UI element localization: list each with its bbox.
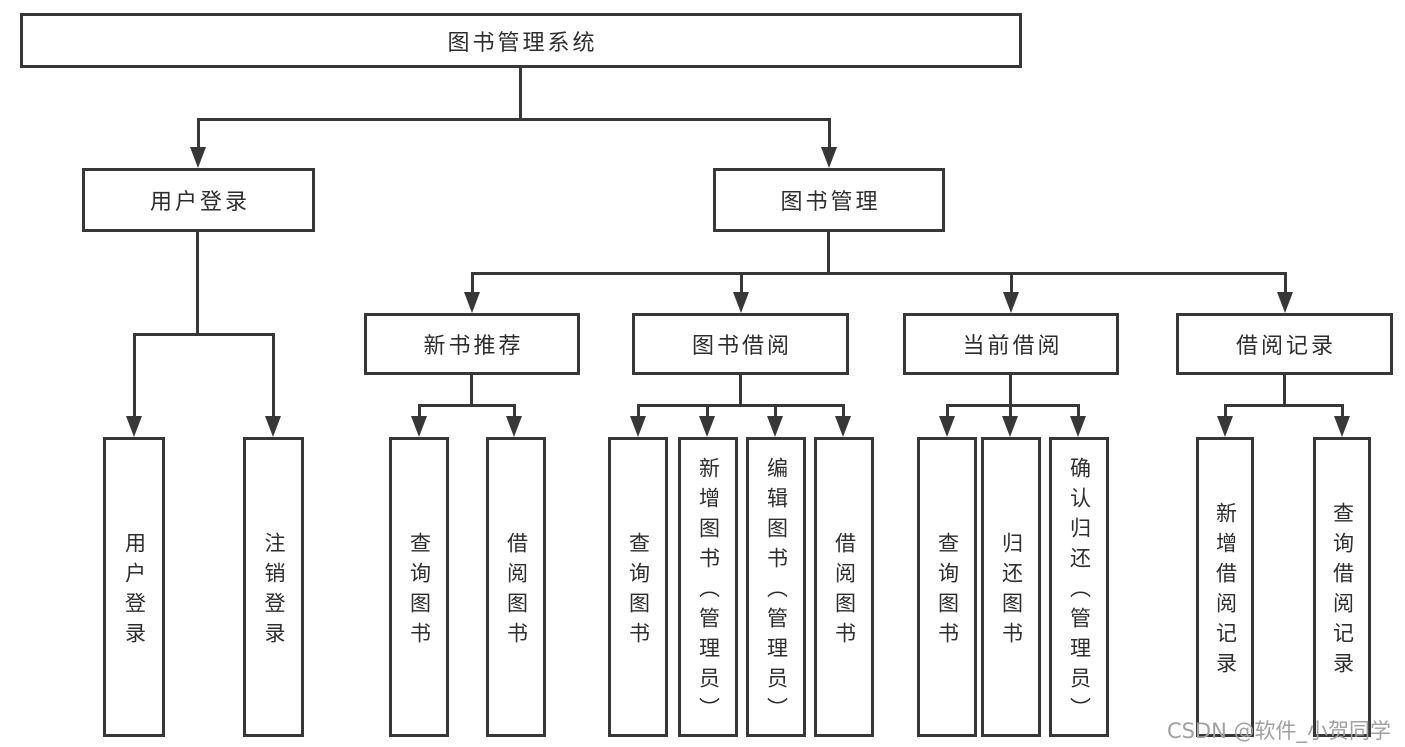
node-borrowing-records: 借阅记录	[1176, 313, 1393, 375]
connector-current-stem	[1009, 375, 1012, 407]
connector-userlogin-arm-2	[272, 333, 275, 418]
connector-root-arm-right	[828, 118, 831, 148]
leaf-edit-books-admin: 编辑图书（管理员）	[746, 437, 806, 737]
leaf-label: 查询图书	[407, 531, 432, 652]
arrow-down-icon	[767, 416, 783, 437]
connector-bookmgmt-arm-2	[740, 272, 743, 294]
node-current-borrowing: 当前借阅	[903, 313, 1119, 375]
leaf-user-login: 用户登录	[103, 437, 165, 737]
arrow-down-icon	[1277, 292, 1293, 313]
leaf-query-borrow-record: 查询借阅记录	[1313, 437, 1371, 737]
leaf-query-books-current: 查询图书	[917, 437, 977, 737]
connector-newbook-bar	[418, 404, 516, 407]
leaf-borrow-books-newbook: 借阅图书	[486, 437, 546, 737]
leaf-label: 注销登录	[262, 531, 286, 652]
leaf-add-borrow-record: 新增借阅记录	[1196, 437, 1254, 737]
leaf-return-books: 归还图书	[981, 437, 1041, 737]
leaf-label: 查询图书	[626, 531, 651, 652]
arrow-down-icon	[835, 416, 851, 437]
leaf-borrow-books-borrowing: 借阅图书	[814, 437, 874, 737]
leaf-label: 借阅图书	[832, 531, 857, 652]
leaf-label: 归还图书	[999, 531, 1024, 652]
connector-current-bar	[946, 404, 1080, 407]
connector-userlogin-arm-1	[133, 333, 136, 418]
arrow-down-icon	[1070, 416, 1086, 437]
connector-borrow-arm-3	[774, 404, 777, 418]
arrow-down-icon	[1003, 292, 1019, 313]
connector-records-bar	[1224, 404, 1344, 407]
connector-records-arm-1	[1224, 404, 1227, 418]
arrow-down-icon	[733, 292, 749, 313]
connector-bookmgmt-arm-1	[471, 272, 474, 294]
arrow-down-icon	[1334, 416, 1350, 437]
connector-borrow-stem	[739, 375, 742, 407]
connector-records-arm-2	[1341, 404, 1344, 418]
leaf-label: 查询图书	[935, 531, 960, 652]
leaf-label: 借阅图书	[504, 531, 529, 652]
connector-records-stem	[1283, 375, 1286, 407]
connector-bookmgmt-arm-4	[1284, 272, 1287, 294]
connector-root-stem	[519, 68, 522, 121]
arrow-down-icon	[699, 416, 715, 437]
arrow-down-icon	[464, 292, 480, 313]
arrow-down-icon	[506, 416, 522, 437]
leaf-label: 编辑图书（管理员）	[764, 456, 789, 727]
leaf-label: 确认归还（管理员）	[1067, 456, 1092, 727]
arrow-down-icon	[1217, 416, 1233, 437]
leaf-confirm-return-admin: 确认归还（管理员）	[1049, 437, 1109, 737]
connector-userlogin-stem	[196, 232, 199, 336]
connector-borrow-arm-2	[706, 404, 709, 418]
connector-newbook-stem	[470, 375, 473, 407]
leaf-add-books-admin: 新增图书（管理员）	[678, 437, 738, 737]
leaf-logout: 注销登录	[243, 437, 304, 737]
leaf-query-books-newbook: 查询图书	[389, 437, 449, 737]
arrow-down-icon	[1002, 416, 1018, 437]
connector-bookmgmt-arm-3	[1010, 272, 1013, 294]
node-book-management: 图书管理	[713, 168, 945, 232]
node-user-login: 用户登录	[82, 168, 315, 232]
leaf-query-books-borrowing: 查询图书	[608, 437, 668, 737]
arrow-down-icon	[821, 147, 837, 168]
arrow-down-icon	[411, 416, 427, 437]
arrow-down-icon	[630, 416, 646, 437]
leaf-label: 查询借阅记录	[1330, 501, 1355, 682]
connector-root-arm-left	[197, 118, 200, 148]
arrow-down-icon	[126, 416, 142, 437]
connector-borrow-bar	[637, 404, 845, 407]
arrow-down-icon	[265, 416, 281, 437]
leaf-label: 用户登录	[122, 531, 147, 652]
arrow-down-icon	[190, 147, 206, 168]
connector-userlogin-bar	[133, 333, 275, 336]
connector-borrow-arm-1	[637, 404, 640, 418]
connector-newbook-arm-1	[418, 404, 421, 418]
node-library-management-system: 图书管理系统	[20, 13, 1022, 68]
connector-newbook-arm-2	[513, 404, 516, 418]
connector-current-arm-1	[946, 404, 949, 418]
leaf-label: 新增图书（管理员）	[696, 456, 721, 727]
connector-bookmgmt-stem	[827, 232, 830, 275]
connector-root-bar	[197, 118, 831, 121]
node-book-borrowing: 图书借阅	[632, 313, 849, 375]
node-new-book-recommendation: 新书推荐	[364, 313, 580, 375]
connector-current-arm-2	[1009, 404, 1012, 418]
connector-bookmgmt-bar	[471, 272, 1287, 275]
connector-borrow-arm-4	[842, 404, 845, 418]
leaf-label: 新增借阅记录	[1213, 501, 1238, 682]
arrow-down-icon	[939, 416, 955, 437]
connector-current-arm-3	[1077, 404, 1080, 418]
